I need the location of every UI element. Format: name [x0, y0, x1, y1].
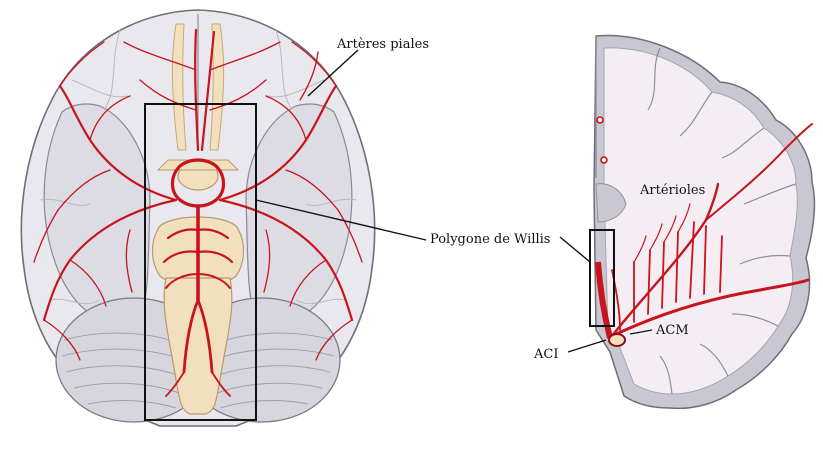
ica-leader-line	[568, 340, 606, 352]
circle-of-willis-label: Polygone de Willis	[430, 232, 550, 247]
pial-arteries-label: Artères piales	[336, 37, 429, 52]
mca-label: ACM	[655, 323, 689, 338]
ica-label: ACI	[533, 347, 558, 362]
circle-of-willis-leader-line-2	[560, 237, 590, 262]
arterioles-label: Artérioles	[639, 183, 705, 198]
brain-coronal-section	[590, 35, 814, 408]
brain-ventral-view	[21, 10, 374, 426]
